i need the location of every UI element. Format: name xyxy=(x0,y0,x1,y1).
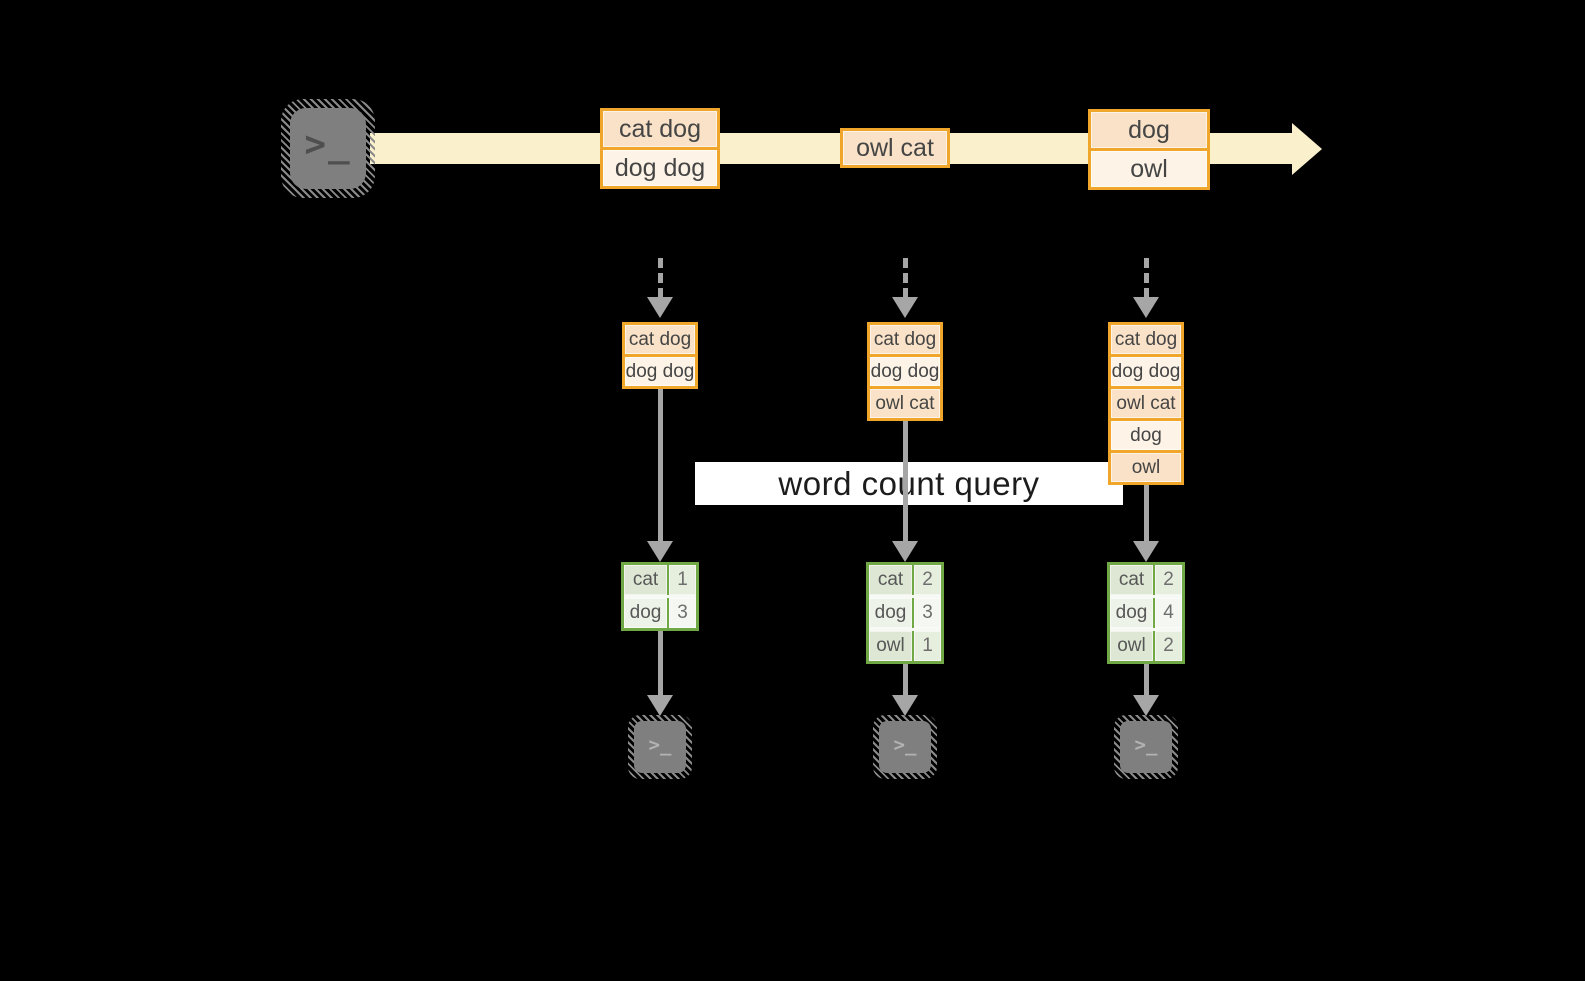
table-row: dog 4 xyxy=(1110,598,1182,628)
arrow-head-icon xyxy=(647,695,673,716)
terminal-sink-icon-3: >_ xyxy=(1114,715,1178,779)
dashed-arrow-head-icon xyxy=(647,297,673,318)
arrow-line xyxy=(903,421,908,542)
terminal-sink-icon-2: >_ xyxy=(873,715,937,779)
buffer-line: dog dog xyxy=(625,357,695,386)
stream-arrow-head-icon xyxy=(1292,123,1322,175)
arrow-line xyxy=(658,389,663,542)
count-cell: 2 xyxy=(1155,565,1182,595)
word-cell: dog xyxy=(624,598,667,628)
arrow-head-icon xyxy=(892,541,918,562)
table-row: cat 2 xyxy=(869,565,941,595)
word-cell: cat xyxy=(624,565,667,595)
arrow-line xyxy=(1144,485,1149,542)
word-cell: dog xyxy=(869,598,912,628)
stream-event-line: dog dog xyxy=(603,150,717,186)
buffer-stack-3: cat dog dog dog owl cat dog owl xyxy=(1108,322,1184,485)
arrow-head-icon xyxy=(892,695,918,716)
buffer-line: cat dog xyxy=(1111,325,1181,354)
buffer-line: cat dog xyxy=(625,325,695,354)
terminal-body: >_ xyxy=(1120,721,1172,773)
terminal-body: >_ xyxy=(290,108,366,189)
arrow-head-icon xyxy=(1133,541,1159,562)
word-cell: owl xyxy=(1110,631,1153,661)
dashed-arrow-line xyxy=(1144,258,1149,298)
stream-event-1: cat dog dog dog xyxy=(600,108,720,189)
table-row: cat 2 xyxy=(1110,565,1182,595)
dashed-arrow-head-icon xyxy=(1133,297,1159,318)
stream-event-line: owl xyxy=(1091,151,1207,187)
terminal-body: >_ xyxy=(879,721,931,773)
buffer-line: cat dog xyxy=(870,325,940,354)
buffer-line: owl cat xyxy=(1111,389,1181,418)
table-row: owl 2 xyxy=(1110,631,1182,661)
table-row: cat 1 xyxy=(624,565,696,595)
count-table-2: cat 2 dog 3 owl 1 xyxy=(866,562,944,664)
query-banner-label: word count query xyxy=(778,464,1040,502)
count-cell: 3 xyxy=(669,598,696,628)
dashed-arrow-line xyxy=(658,258,663,298)
count-cell: 4 xyxy=(1155,598,1182,628)
word-cell: dog xyxy=(1110,598,1153,628)
terminal-prompt-icon: >_ xyxy=(304,124,352,165)
count-cell: 1 xyxy=(669,565,696,595)
count-cell: 3 xyxy=(914,598,941,628)
dashed-arrow-head-icon xyxy=(892,297,918,318)
buffer-line: owl xyxy=(1111,453,1181,482)
count-cell: 2 xyxy=(914,565,941,595)
buffer-line: dog xyxy=(1111,421,1181,450)
word-cell: cat xyxy=(1110,565,1153,595)
count-cell: 2 xyxy=(1155,631,1182,661)
terminal-body: >_ xyxy=(634,721,686,773)
stream-event-2: owl cat xyxy=(840,128,950,168)
buffer-line: dog dog xyxy=(870,357,940,386)
stream-event-line: owl cat xyxy=(843,131,947,165)
table-row: dog 3 xyxy=(624,598,696,628)
stream-event-line: cat dog xyxy=(603,111,717,147)
buffer-stack-2: cat dog dog dog owl cat xyxy=(867,322,943,421)
terminal-prompt-icon: >_ xyxy=(893,734,917,756)
dashed-arrow-line xyxy=(903,258,908,298)
table-row: owl 1 xyxy=(869,631,941,661)
query-banner: word count query xyxy=(695,462,1123,505)
terminal-source-icon: >_ xyxy=(281,99,375,198)
buffer-stack-1: cat dog dog dog xyxy=(622,322,698,389)
stream-event-3: dog owl xyxy=(1088,109,1210,190)
terminal-prompt-icon: >_ xyxy=(1134,734,1158,756)
arrow-line xyxy=(658,631,663,696)
word-cell: cat xyxy=(869,565,912,595)
word-cell: owl xyxy=(869,631,912,661)
count-cell: 1 xyxy=(914,631,941,661)
arrow-head-icon xyxy=(1133,695,1159,716)
count-table-3: cat 2 dog 4 owl 2 xyxy=(1107,562,1185,664)
stream-event-line: dog xyxy=(1091,112,1207,148)
arrow-line xyxy=(903,664,908,696)
terminal-sink-icon-1: >_ xyxy=(628,715,692,779)
buffer-line: dog dog xyxy=(1111,357,1181,386)
terminal-prompt-icon: >_ xyxy=(648,734,672,756)
buffer-line: owl cat xyxy=(870,389,940,418)
arrow-head-icon xyxy=(647,541,673,562)
table-row: dog 3 xyxy=(869,598,941,628)
count-table-1: cat 1 dog 3 xyxy=(621,562,699,631)
arrow-line xyxy=(1144,664,1149,696)
